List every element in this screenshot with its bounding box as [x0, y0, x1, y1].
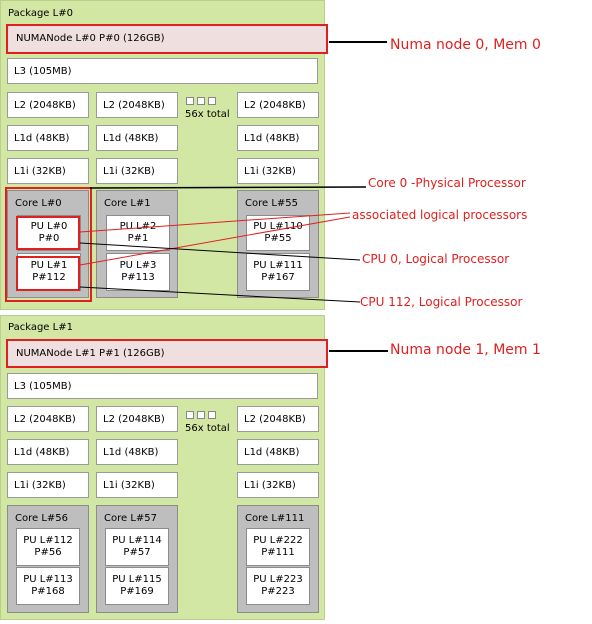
pu-1-pnum: P#112 [32, 272, 66, 283]
pu-222-name: PU L#222 [253, 535, 303, 546]
dot-icon [186, 97, 194, 105]
more-cores-dots-1 [186, 411, 216, 419]
annotation-assoc: associated logical processors [352, 208, 528, 222]
core-0-label: Core L#0 [15, 198, 62, 209]
pu-2-pnum: P#1 [127, 233, 149, 244]
l1d-cache-0-1: L1d (48KB) [96, 125, 178, 151]
l2-cache-1-1: L2 (2048KB) [96, 406, 178, 432]
pu-222-pnum: P#111 [261, 547, 295, 558]
annotation-cpu0: CPU 0, Logical Processor [362, 252, 510, 266]
total-count-0: 56x total [185, 109, 230, 120]
pu-110-pnum: P#55 [264, 233, 292, 244]
l1i-cache-1-0: L1i (32KB) [7, 472, 89, 498]
dot-icon [197, 97, 205, 105]
l1i-cache-0-1: L1i (32KB) [96, 158, 178, 184]
pu-2-name: PU L#2 [119, 221, 157, 232]
core-111-label: Core L#111 [245, 513, 305, 524]
package-0-label: Package L#0 [8, 8, 73, 19]
pu-110: PU L#110 P#55 [246, 215, 310, 251]
l2-cache-0-0: L2 (2048KB) [7, 92, 89, 118]
more-cores-dots-0 [186, 97, 216, 105]
pu-111-name: PU L#111 [253, 260, 303, 271]
pu-114-pnum: P#57 [123, 547, 151, 558]
assoc-leader-bottom [79, 216, 351, 266]
dot-icon [208, 97, 216, 105]
pu-112-pnum: P#56 [34, 547, 62, 558]
l1i-cache-1-2: L1i (32KB) [237, 472, 319, 498]
dot-icon [208, 411, 216, 419]
pu-114-name: PU L#114 [112, 535, 162, 546]
pu-2: PU L#2 P#1 [106, 215, 170, 251]
pu-112-name: PU L#112 [23, 535, 73, 546]
numa-node-1: NUMANode L#1 P#1 (126GB) [7, 340, 327, 367]
pu-3-pnum: P#113 [121, 272, 155, 283]
pu-110-name: PU L#110 [253, 221, 303, 232]
l2-cache-1-0: L2 (2048KB) [7, 406, 89, 432]
pu-0-pnum: P#0 [38, 233, 60, 244]
l1d-cache-1-1: L1d (48KB) [96, 439, 178, 465]
annotation-numa0: Numa node 0, Mem 0 [390, 37, 541, 53]
l2-cache-0-1: L2 (2048KB) [96, 92, 178, 118]
pu-3-name: PU L#3 [119, 260, 157, 271]
core-56-label: Core L#56 [15, 513, 68, 524]
core-57-label: Core L#57 [104, 513, 157, 524]
pu-222: PU L#222 P#111 [246, 528, 310, 566]
dot-icon [197, 411, 205, 419]
l1d-cache-0-0: L1d (48KB) [7, 125, 89, 151]
pu-111-pnum: P#167 [261, 272, 295, 283]
assoc-leader-top [79, 212, 351, 233]
package-1-label: Package L#1 [8, 322, 73, 333]
l2-cache-1-2: L2 (2048KB) [237, 406, 319, 432]
pu-0-name: PU L#0 [30, 221, 68, 232]
core-55-label: Core L#55 [245, 198, 298, 209]
pu-113-pnum: P#168 [31, 586, 65, 597]
cpu0-leader [79, 242, 361, 261]
pu-1-name: PU L#1 [30, 260, 68, 271]
pu-3: PU L#3 P#113 [106, 253, 170, 291]
pu-113: PU L#113 P#168 [16, 567, 80, 605]
l1i-cache-1-1: L1i (32KB) [96, 472, 178, 498]
annotation-numa1: Numa node 1, Mem 1 [390, 342, 541, 358]
l1i-cache-0-2: L1i (32KB) [237, 158, 319, 184]
dot-icon [186, 411, 194, 419]
pu-115: PU L#115 P#169 [105, 567, 169, 605]
pu-113-name: PU L#113 [23, 574, 73, 585]
cpu112-leader [79, 286, 361, 303]
pu-115-name: PU L#115 [112, 574, 162, 585]
l2-cache-0-2: L2 (2048KB) [237, 92, 319, 118]
annotation-cpu112: CPU 112, Logical Processor [360, 295, 523, 309]
pu-115-pnum: P#169 [120, 586, 154, 597]
pu-114: PU L#114 P#57 [105, 528, 169, 566]
l3-cache-1: L3 (105MB) [7, 373, 318, 399]
pu-223-pnum: P#223 [261, 586, 295, 597]
l1d-cache-1-2: L1d (48KB) [237, 439, 319, 465]
core-1-label: Core L#1 [104, 198, 151, 209]
pu-223-name: PU L#223 [253, 574, 303, 585]
pu-223: PU L#223 P#223 [246, 567, 310, 605]
annotation-core0: Core 0 -Physical Processor [368, 176, 526, 190]
l1i-cache-0-0: L1i (32KB) [7, 158, 89, 184]
l1d-cache-0-2: L1d (48KB) [237, 125, 319, 151]
l1d-cache-1-0: L1d (48KB) [7, 439, 89, 465]
total-count-1: 56x total [185, 423, 230, 434]
pu-112: PU L#112 P#56 [16, 528, 80, 566]
pu-111: PU L#111 P#167 [246, 253, 310, 291]
pu-1: PU L#1 P#112 [17, 253, 81, 291]
core-0-leader [89, 186, 367, 189]
l3-cache-0: L3 (105MB) [7, 58, 318, 84]
